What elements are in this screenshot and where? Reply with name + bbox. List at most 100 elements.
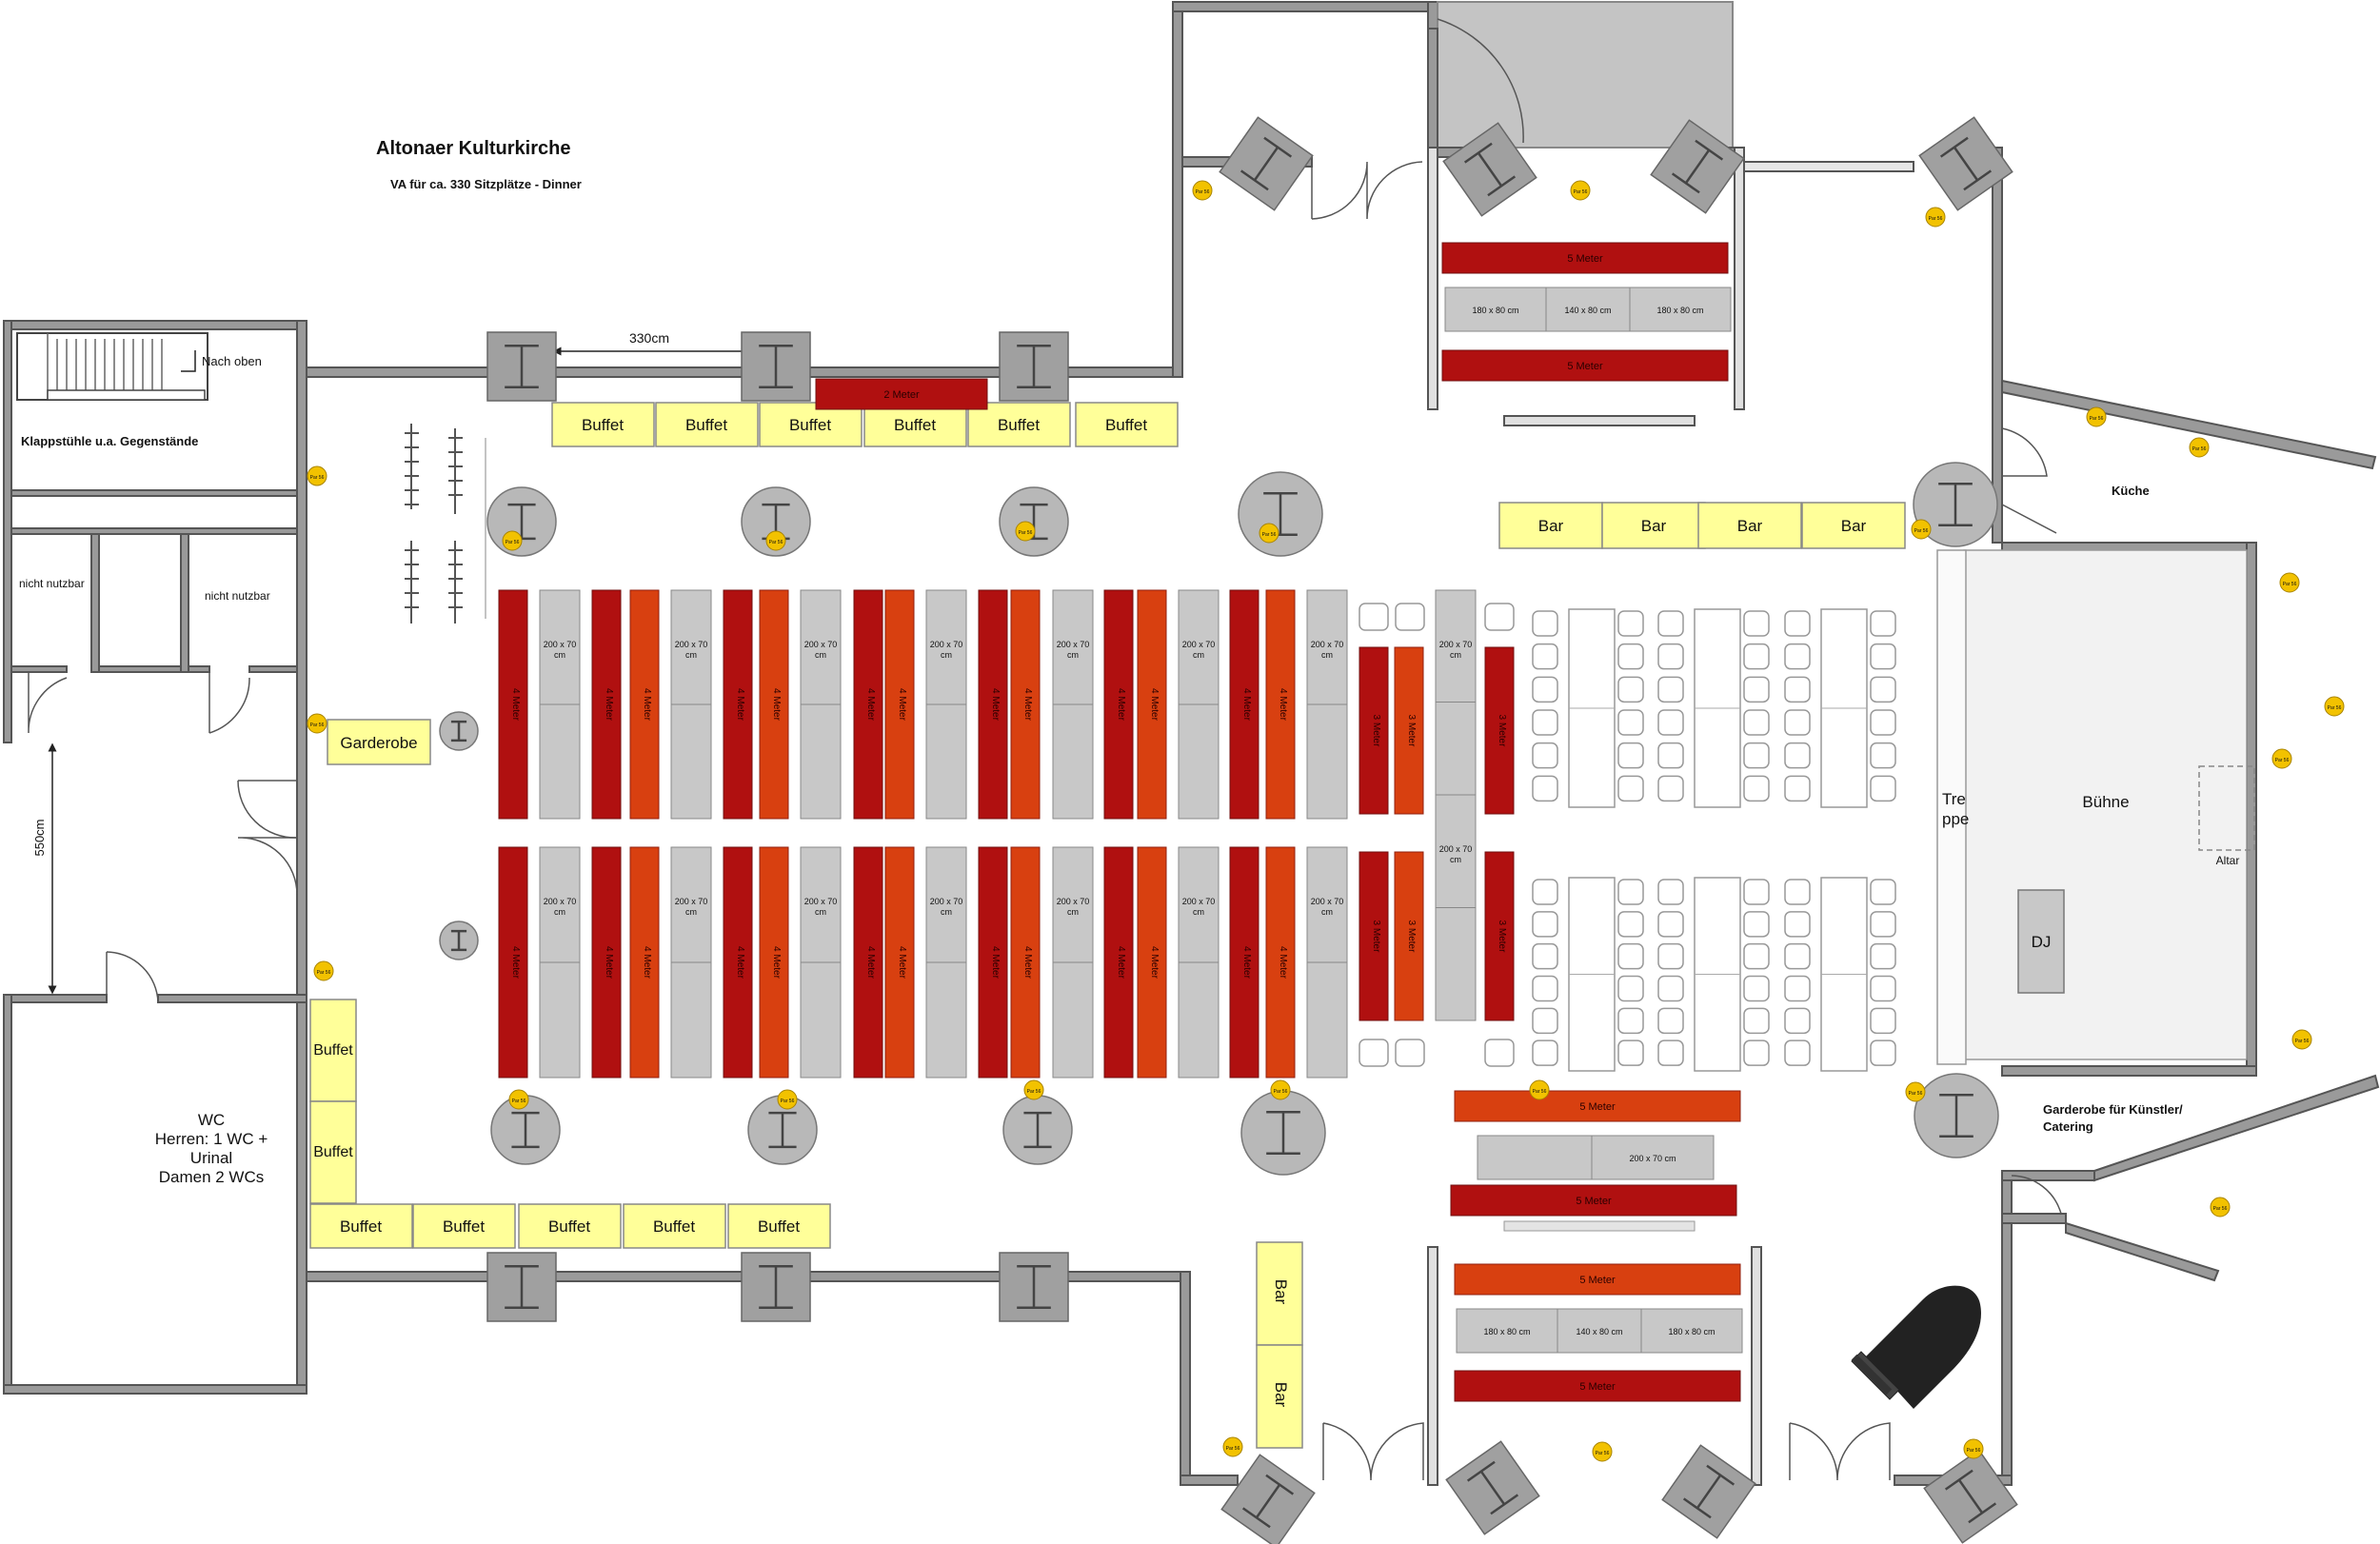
long-table-label: 3 Meter xyxy=(1497,715,1507,748)
chair xyxy=(1617,975,1644,1002)
long-table-label: 3 Meter xyxy=(1406,920,1417,954)
spotlight-icon: Par 56 xyxy=(2086,406,2107,427)
buffet-label: Buffet xyxy=(653,1217,695,1236)
long-table-label: 3 Meter xyxy=(1406,715,1417,748)
grey-table-label: cm xyxy=(815,650,826,660)
long-table: 5 Meter xyxy=(1441,349,1729,382)
chair xyxy=(1784,775,1811,802)
pillar-icon xyxy=(1442,122,1537,217)
pillar-icon xyxy=(1650,119,1745,214)
long-table: 4 Meter xyxy=(1103,589,1134,820)
chair xyxy=(1784,709,1811,736)
spotlight-icon: Par 56 xyxy=(1592,1441,1613,1462)
stairs-label: Nach oben xyxy=(202,354,262,368)
buffet-label: Buffet xyxy=(1105,416,1147,434)
wall xyxy=(3,1384,307,1395)
altar-label: Altar xyxy=(2216,854,2240,867)
chair xyxy=(1870,975,1896,1002)
spotlight-label: Par 56 xyxy=(1914,528,1929,534)
chair xyxy=(1617,643,1644,670)
chair xyxy=(1784,975,1811,1002)
chair xyxy=(1617,1039,1644,1066)
grey-table-label: cm xyxy=(815,907,826,917)
spotlight-label: Par 56 xyxy=(1596,1451,1610,1456)
chair xyxy=(1870,643,1896,670)
long-table: 4 Meter xyxy=(759,589,789,820)
chair xyxy=(1657,911,1684,938)
chair xyxy=(1359,1039,1389,1067)
chair xyxy=(1395,603,1425,631)
spotlight-label: Par 56 xyxy=(1274,1089,1288,1095)
long-table-label: 5 Meter xyxy=(1579,1101,1616,1113)
spotlight-icon: Par 56 xyxy=(2210,1197,2231,1217)
door xyxy=(2001,427,2048,477)
grey-table-label: cm xyxy=(1321,907,1333,917)
chair xyxy=(1657,1039,1684,1066)
spotlight-label: Par 56 xyxy=(310,723,325,728)
wall xyxy=(2001,1213,2067,1224)
long-table: 4 Meter xyxy=(1137,846,1167,1079)
spotlight-label: Par 56 xyxy=(317,970,331,976)
spotlight-label: Par 56 xyxy=(2090,416,2104,422)
spotlight-icon: Par 56 xyxy=(2279,572,2300,593)
wall xyxy=(3,994,12,1395)
buffet-table: Buffet xyxy=(863,402,967,447)
bar-counter: Bar xyxy=(1498,502,1603,549)
chair xyxy=(1784,742,1811,769)
long-table-label: 3 Meter xyxy=(1497,920,1507,954)
chair xyxy=(1657,610,1684,637)
chair xyxy=(1784,1039,1811,1066)
grey-table-label: cm xyxy=(1450,855,1461,864)
long-table: 4 Meter xyxy=(853,589,883,820)
chair xyxy=(1743,709,1770,736)
buffet-label: Buffet xyxy=(313,1042,353,1059)
long-table: 2 Meter xyxy=(815,378,988,410)
spotlight-label: Par 56 xyxy=(1262,532,1277,538)
spotlight-label: Par 56 xyxy=(1196,189,1210,195)
pillar-icon xyxy=(1661,1444,1756,1539)
long-table-label: 3 Meter xyxy=(1371,715,1381,748)
door xyxy=(1322,1422,1424,1481)
long-table: 4 Meter xyxy=(1229,846,1259,1079)
chair xyxy=(1870,1007,1896,1035)
long-table: 4 Meter xyxy=(884,846,915,1079)
room-label-catering: Catering xyxy=(2043,1119,2093,1134)
chair xyxy=(1743,942,1770,970)
long-table: 4 Meter xyxy=(978,846,1008,1079)
long-table-label: 4 Meter xyxy=(865,688,876,722)
long-table-label: 4 Meter xyxy=(604,946,614,980)
buffet-table: Buffet xyxy=(967,402,1071,447)
long-table-label: 5 Meter xyxy=(1567,361,1603,372)
chair xyxy=(1784,911,1811,938)
pillar-icon xyxy=(439,711,479,751)
wc-line: WC xyxy=(198,1111,225,1129)
wc-line: Urinal xyxy=(190,1149,232,1167)
grey-table-label: 200 x 70 xyxy=(675,640,708,649)
page-title: Altonaer Kulturkirche xyxy=(376,138,570,159)
spotlight-icon: Par 56 xyxy=(777,1089,798,1110)
grey-table-label: cm xyxy=(1067,650,1079,660)
long-table-label: 4 Meter xyxy=(897,946,907,980)
spotlight-label: Par 56 xyxy=(1226,1446,1240,1452)
room-label-kitchen: Küche xyxy=(2112,484,2150,498)
buffet-table: Buffet xyxy=(309,1203,413,1249)
wall xyxy=(1427,1,1438,30)
door xyxy=(2001,504,2057,534)
spotlight-icon: Par 56 xyxy=(2291,1029,2312,1050)
bar-label: Bar xyxy=(1538,517,1564,535)
long-table-label: 4 Meter xyxy=(1149,946,1160,980)
chair xyxy=(1657,742,1684,769)
wall xyxy=(1427,28,1438,168)
chair xyxy=(1532,911,1558,938)
long-table-label: 4 Meter xyxy=(642,688,652,722)
grey-table-label: 140 x 80 cm xyxy=(1576,1327,1622,1336)
long-table: 4 Meter xyxy=(884,589,915,820)
spotlight-label: Par 56 xyxy=(2213,1206,2228,1212)
